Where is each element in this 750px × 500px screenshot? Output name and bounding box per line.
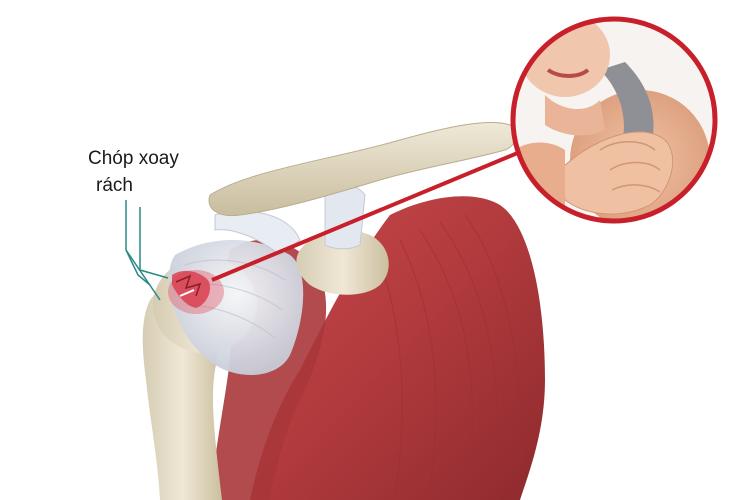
leader-line (125, 200, 151, 286)
leader-line (125, 249, 161, 301)
rotator-cuff-tear (168, 270, 224, 314)
callout-ring (510, 16, 718, 224)
muscle-fibers (379, 214, 522, 496)
tear-label-line1: Chóp xoay (88, 148, 179, 169)
tear-label-line2: rách (96, 175, 133, 196)
acromion (296, 230, 389, 295)
scapula-muscle (250, 196, 545, 500)
rotator-cuff-tendon (169, 240, 304, 375)
clavicle-bone (208, 121, 517, 217)
callout-connector-line (211, 150, 521, 282)
shoulder-pain-photo (514, 20, 714, 220)
leader-line (139, 207, 169, 279)
